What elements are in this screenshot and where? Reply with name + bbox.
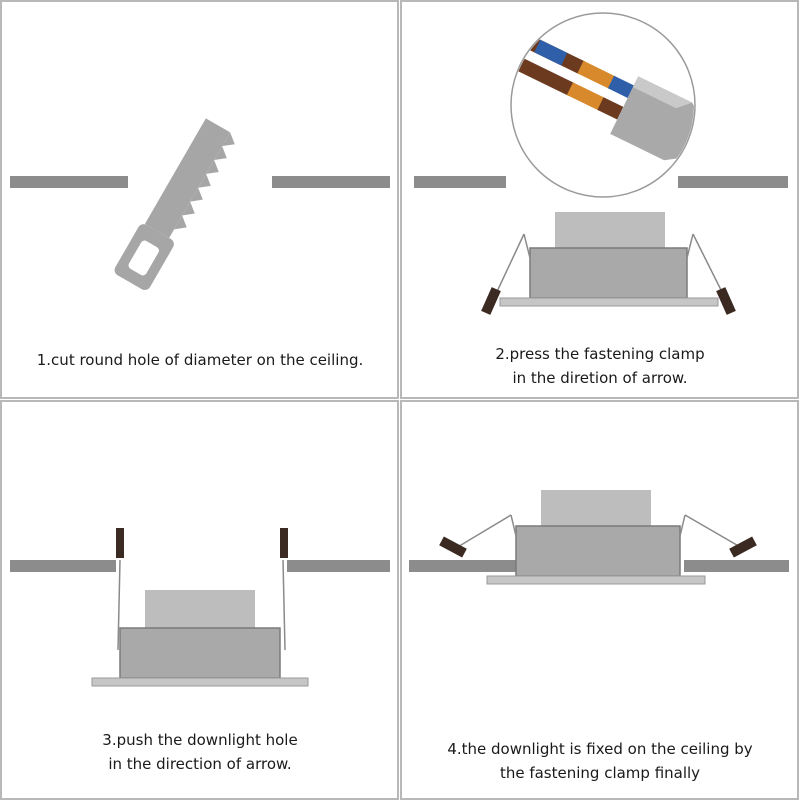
downlight-icon xyxy=(91,590,309,687)
ceiling-board-icon xyxy=(272,176,390,188)
downlight-icon xyxy=(499,212,719,307)
step-3-caption-line-2: in the direction of arrow. xyxy=(108,755,292,773)
downlight-icon xyxy=(486,490,706,585)
ceiling-board-icon xyxy=(409,560,516,572)
ceiling-board-icon xyxy=(10,176,128,188)
ceiling-board-icon xyxy=(10,560,116,572)
step-1-caption-line-1: 1.cut round hole of diameter on the ceil… xyxy=(36,351,364,369)
step-3-caption-line-1: 3.push the downlight hole xyxy=(102,731,298,749)
saw-icon xyxy=(114,118,235,291)
ceiling-board-icon xyxy=(414,176,506,188)
spring-clamp-icon xyxy=(493,233,726,299)
ceiling-board-icon xyxy=(678,176,788,188)
panel-1-illustration xyxy=(10,118,390,291)
spring-clamp-icon xyxy=(116,528,288,558)
step-4-caption-line-1: 4.the downlight is fixed on the ceiling … xyxy=(447,740,753,758)
panel-2-illustration xyxy=(414,12,788,315)
step-2-caption-line-1: 2.press the fastening clamp xyxy=(495,345,705,363)
panel-4-frame xyxy=(400,400,799,800)
spring-clamp-icon xyxy=(481,287,736,315)
step-2-caption-line-2: in the diretion of arrow. xyxy=(512,369,688,387)
panel-4-illustration xyxy=(409,490,789,585)
step-4-caption-line-2: the fastening clamp finally xyxy=(499,764,701,782)
panel-3-frame xyxy=(0,400,399,800)
panel-2-frame xyxy=(400,0,799,399)
spring-clamp-icon xyxy=(117,559,286,651)
ceiling-board-icon xyxy=(287,560,390,572)
ceiling-board-icon xyxy=(684,560,789,572)
panel-3-illustration xyxy=(10,528,390,687)
wire-connector-icon xyxy=(510,12,696,198)
spring-clamp-icon xyxy=(455,514,743,549)
step-4-caption: 4.the downlight is fixed on the ceiling … xyxy=(410,737,790,785)
step-2-caption: 2.press the fastening clamp in the diret… xyxy=(410,342,790,390)
spring-clamp-icon xyxy=(439,536,757,558)
step-1-caption: 1.cut round hole of diameter on the ceil… xyxy=(10,348,390,372)
panel-1-frame xyxy=(0,0,399,399)
step-3-caption: 3.push the downlight hole in the directi… xyxy=(10,728,390,776)
